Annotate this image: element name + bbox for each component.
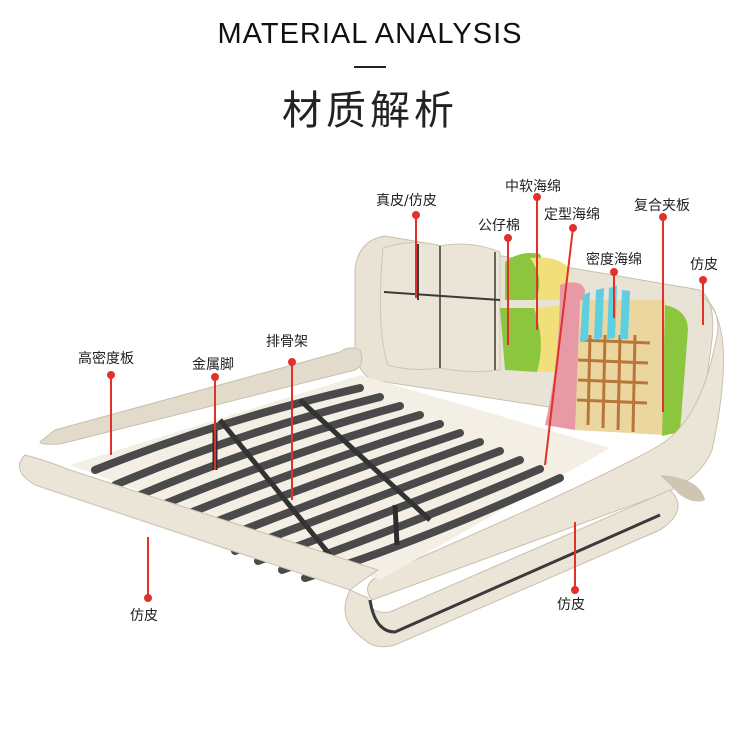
layer-green-bottom [500, 308, 544, 372]
label-faux-leather-left: 仿皮 [130, 608, 158, 624]
front-rail [18, 454, 380, 591]
label-medium-soft-foam: 中软海绵 [505, 179, 561, 195]
label-slat-frame: 排骨架 [266, 334, 308, 350]
layer-pink [545, 282, 585, 430]
indicator-markers [107, 193, 707, 602]
label-genuine-leather: 真皮/仿皮 [376, 193, 437, 209]
headboard-cushion-mid [439, 243, 501, 373]
label-composite-board: 复合夹板 [634, 198, 690, 214]
title-english: MATERIAL ANALYSIS [217, 18, 523, 50]
label-metal-legs: 金属脚 [192, 357, 234, 373]
label-faux-leather-bottom: 仿皮 [557, 597, 585, 613]
label-shaped-foam: 定型海绵 [544, 207, 600, 223]
label-high-density-board: 高密度板 [78, 351, 134, 367]
label-polyester-cotton: 公仔棉 [478, 218, 520, 234]
label-faux-leather-right: 仿皮 [690, 257, 718, 273]
side-rail-back-left [39, 347, 363, 445]
headboard-cushion-left [379, 242, 441, 370]
title-divider [354, 66, 386, 68]
right-frame-foot [660, 475, 705, 502]
label-density-foam: 密度海绵 [586, 252, 642, 268]
front-foot [344, 489, 679, 648]
plywood-grid [576, 334, 651, 433]
title-chinese: 材质解析 [282, 88, 458, 134]
layer-green-top [505, 253, 544, 300]
slat-rails [218, 398, 432, 557]
layer-green-outer [662, 305, 688, 436]
